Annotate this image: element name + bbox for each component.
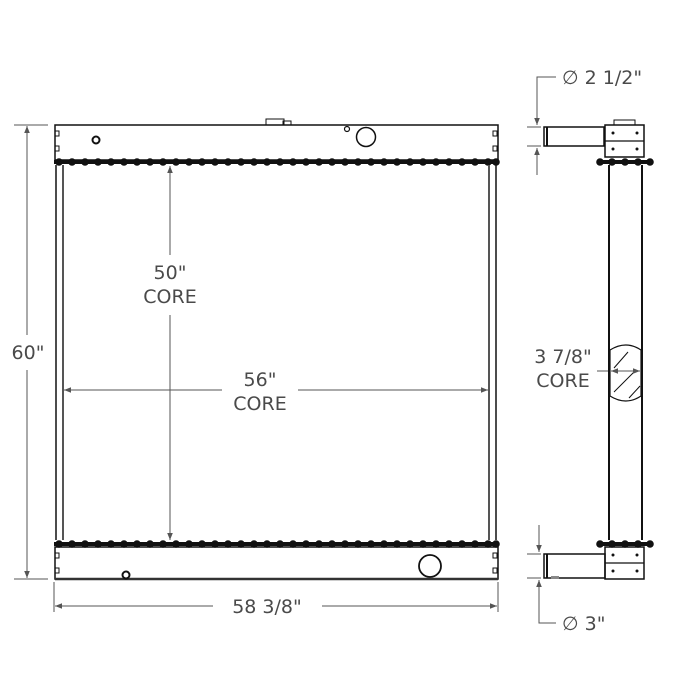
inlet-pipe [543,126,605,147]
core-height-label: 50" CORE [132,261,208,309]
overall-height-label: 60" [8,341,48,365]
dimension-lines [14,124,499,612]
core-depth-value: 3 7/8" [534,346,592,368]
drain-port [121,570,131,580]
core-width-caption: CORE [233,393,287,415]
bottom-tank [54,546,499,580]
core-width-value: 56" [243,369,277,391]
core-depth-caption: CORE [536,370,590,392]
diameter-symbol-icon: ∅ [562,67,579,89]
outlet-pipe [543,553,606,579]
outlet-diameter-label: ∅ 3" [562,612,606,636]
top-port-small [91,135,101,145]
core-height-caption: CORE [143,286,197,308]
top-bolts [55,158,500,166]
inlet-port [355,126,377,148]
core-depth-label: 3 7/8" CORE [528,345,598,393]
diameter-symbol-icon: ∅ [562,613,579,635]
top-tank [54,124,499,161]
overall-width-label: 58 3/8" [214,595,320,619]
front-view [54,118,500,581]
bottom-bolts [55,540,500,548]
core-height-value: 50" [153,262,187,284]
core-width-label: 56" CORE [222,368,298,416]
side-view [543,119,654,580]
inlet-diameter-label: ∅ 2 1/2" [562,66,643,90]
outlet-port [418,554,442,578]
filler-neck [265,118,285,126]
